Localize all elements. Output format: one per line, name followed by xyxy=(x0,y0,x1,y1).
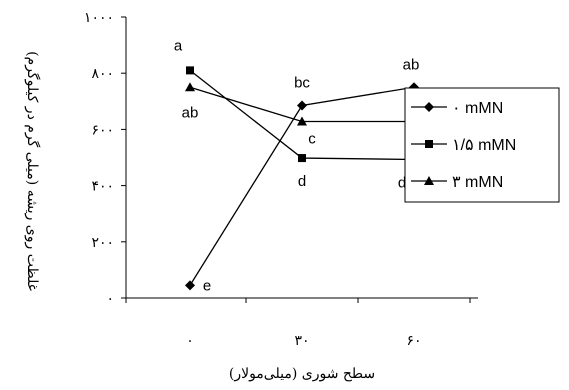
significance-labels: ebcabaddabcc xyxy=(174,37,432,294)
significance-label: ab xyxy=(182,104,199,121)
y-tick-label: ۲۰۰ xyxy=(91,235,114,251)
x-tick-label: ۶۰ xyxy=(406,333,421,349)
legend-label: ۳ mMN xyxy=(452,174,503,191)
y-tick-label: ۶۰۰ xyxy=(91,122,114,138)
data-point xyxy=(297,100,307,111)
x-tick-label: ۳۰ xyxy=(294,333,309,349)
significance-label: d xyxy=(398,174,406,191)
y-ticks: ۰ ۲۰۰ ۴۰۰ ۶۰۰ ۸۰۰ ۱۰۰۰ xyxy=(84,10,126,307)
legend-label: ۱/۵ mMN xyxy=(452,137,516,154)
x-axis-title: سطح شوری (میلی‌مولار) xyxy=(229,366,375,382)
x-tick-label: ۰ xyxy=(186,333,194,349)
y-axis-title: غلظت روی ریشه (میلی گرم در کیلوگرم) xyxy=(24,51,41,291)
y-tick-label: ۴۰۰ xyxy=(91,179,114,195)
data-point xyxy=(297,116,307,126)
data-point xyxy=(185,280,195,291)
legend-marker xyxy=(425,140,433,148)
legend-item: ۰ mMN xyxy=(411,100,503,117)
data-point xyxy=(185,82,195,92)
legend-item: ۱/۵ mMN xyxy=(411,137,516,154)
y-tick-label: ۰ xyxy=(106,291,114,307)
data-point xyxy=(186,66,194,75)
legend-marker xyxy=(424,176,434,185)
x-ticks: ۰ ۳۰ ۶۰ xyxy=(125,298,471,349)
axes xyxy=(125,17,478,299)
legend-label: ۰ mMN xyxy=(452,100,503,117)
significance-label: ab xyxy=(403,56,420,73)
data-point xyxy=(298,154,306,163)
significance-label: bc xyxy=(294,75,310,92)
y-tick-label: ۱۰۰۰ xyxy=(84,10,114,26)
significance-label: c xyxy=(308,131,316,148)
significance-label: a xyxy=(174,37,183,54)
legend: ۰ mMN ۱/۵ mMN ۳ mMN xyxy=(404,87,560,203)
y-tick-label: ۸۰۰ xyxy=(91,66,114,82)
significance-label: d xyxy=(298,173,306,190)
legend-item: ۳ mMN xyxy=(411,174,503,191)
significance-label: e xyxy=(203,277,211,294)
legend-marker xyxy=(424,102,434,112)
